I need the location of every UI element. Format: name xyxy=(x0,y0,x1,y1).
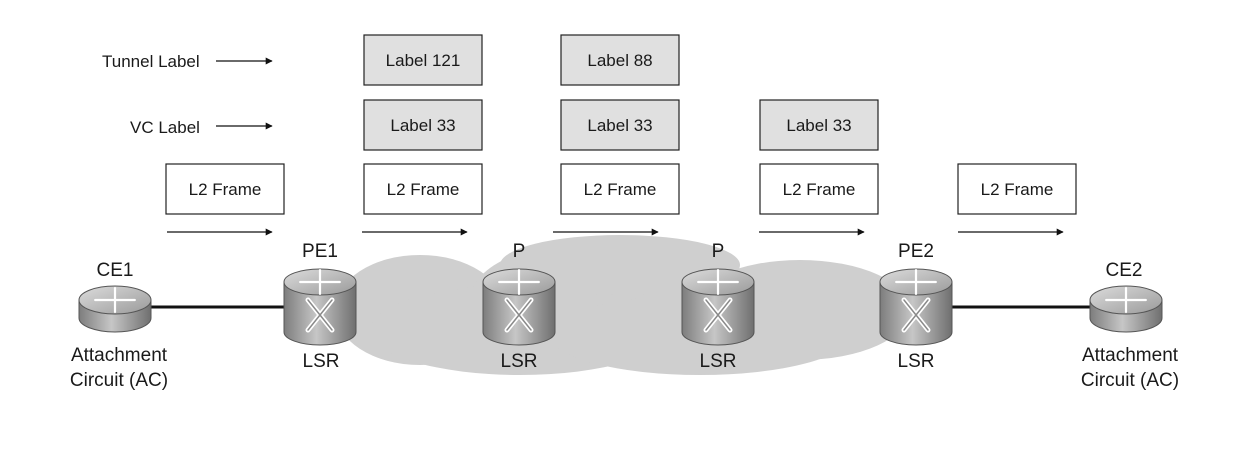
stack-5-frame-text: L2 Frame xyxy=(981,180,1054,199)
stack-2-vc-box xyxy=(363,99,483,151)
stack-5-frame-box xyxy=(957,163,1077,215)
stack-4-vc-box xyxy=(759,99,879,151)
device-labels: CE1 Attachment Circuit (AC) PE1 LSR P LS… xyxy=(70,241,1179,391)
p2-role: LSR xyxy=(700,351,737,372)
network-devices xyxy=(78,268,1163,346)
ce2-name: CE2 xyxy=(1106,260,1143,281)
pe1-label-switch-router-icon xyxy=(283,268,357,346)
mpls-cloud xyxy=(335,235,910,375)
legend: Tunnel Label VC Label xyxy=(102,52,273,137)
stack-2-tunnel-box xyxy=(363,34,483,86)
pe2-role: LSR xyxy=(898,351,935,372)
stack-4-vc-text: Label 33 xyxy=(786,116,851,135)
ce2-router-icon xyxy=(1089,285,1163,333)
stack-2-frame-text: L2 Frame xyxy=(387,180,460,199)
stack-1-frame-box xyxy=(165,163,285,215)
p1-role: LSR xyxy=(501,351,538,372)
pe1-role: LSR xyxy=(303,351,340,372)
pe2-label-switch-router-icon xyxy=(879,268,953,346)
stack-4-frame-text: L2 Frame xyxy=(783,180,856,199)
p2-label-switch-router-icon xyxy=(681,268,755,346)
stack-3-vc-text: Label 33 xyxy=(587,116,652,135)
stack-2-frame-box xyxy=(363,163,483,215)
ce1-name: CE1 xyxy=(97,260,134,281)
stack-2-vc-text: Label 33 xyxy=(390,116,455,135)
stack-4-frame-box xyxy=(759,163,879,215)
ce1-caption-line2: Circuit (AC) xyxy=(70,370,168,391)
p2-name: P xyxy=(712,241,725,262)
stack-2-tunnel-text: Label 121 xyxy=(386,51,461,70)
stack-1-frame-text: L2 Frame xyxy=(189,180,262,199)
stack-3-frame-box xyxy=(560,163,680,215)
stack-3-vc-box xyxy=(560,99,680,151)
legend-tunnel-label: Tunnel Label xyxy=(102,52,200,71)
p1-label-switch-router-icon xyxy=(482,268,556,346)
pe2-name: PE2 xyxy=(898,241,934,262)
p1-name: P xyxy=(513,241,526,262)
ce1-caption-line1: Attachment xyxy=(71,345,168,366)
ce1-router-icon xyxy=(78,285,152,333)
legend-vc-label: VC Label xyxy=(130,118,200,137)
ce2-caption-line1: Attachment xyxy=(1082,345,1179,366)
ce2-caption-line2: Circuit (AC) xyxy=(1081,370,1179,391)
stack-3-tunnel-text: Label 88 xyxy=(587,51,652,70)
pe1-name: PE1 xyxy=(302,241,338,262)
stack-3-tunnel-box xyxy=(560,34,680,86)
stack-3-frame-text: L2 Frame xyxy=(584,180,657,199)
